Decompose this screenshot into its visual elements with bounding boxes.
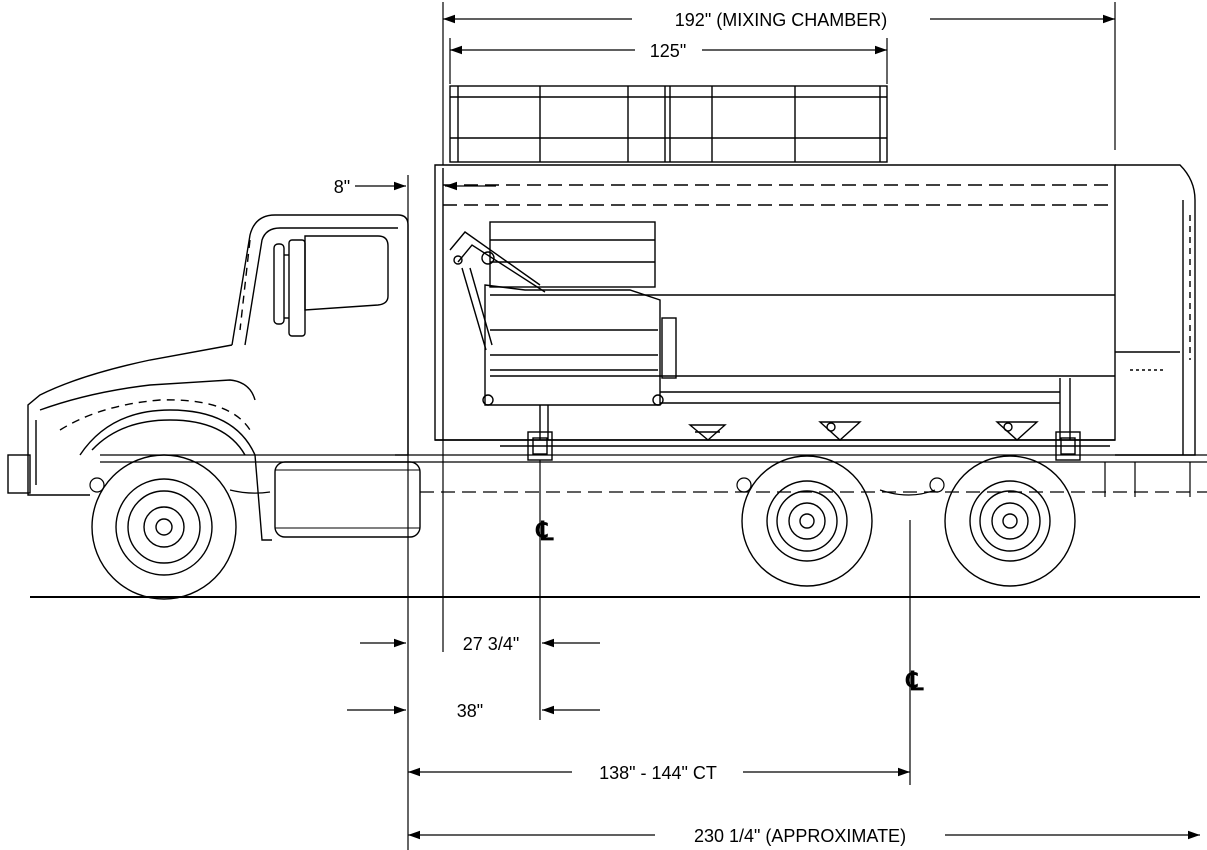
fuel-tank (274, 461, 421, 538)
mounting-blocks (527, 421, 1081, 461)
frame-rail (100, 454, 1207, 497)
centerline-symbol-front: ℄ (536, 516, 555, 546)
upper-railing (449, 85, 888, 163)
rear-wheel-1 (741, 455, 873, 587)
front-conveyor (449, 221, 677, 440)
centerline-symbol-rear: ℄ (906, 666, 925, 696)
mixing-body (434, 164, 1196, 456)
rear-wheel-2 (944, 455, 1076, 587)
truck-cab (7, 214, 409, 541)
overall-length-label: 230 1/4" (APPROXIMATE) (694, 826, 906, 846)
dimension-lines (347, 2, 1200, 850)
front-offset-label: 8" (334, 177, 350, 197)
offset-b-label: 38" (457, 701, 483, 721)
ct-range-label: 138" - 144" CT (599, 763, 717, 783)
upper-length-label: 125" (650, 41, 686, 61)
suspension-pivots (89, 477, 945, 496)
front-wheel (91, 454, 237, 600)
offset-a-label: 27 3/4" (463, 634, 519, 654)
mixing-chamber-label: 192" (MIXING CHAMBER) (675, 10, 887, 30)
